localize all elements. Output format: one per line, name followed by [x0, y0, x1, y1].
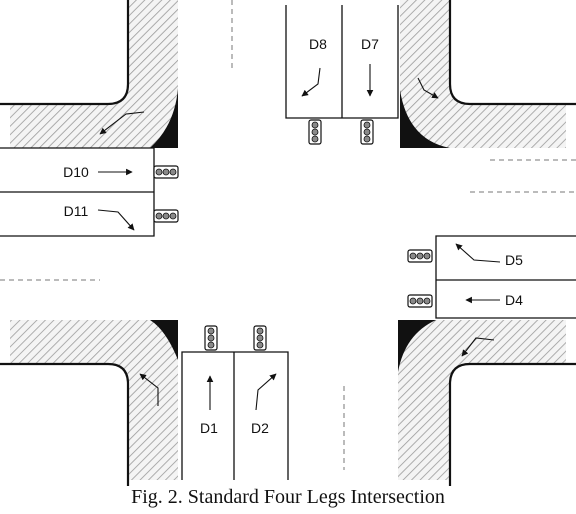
- arrow-d11: [97, 209, 135, 231]
- crosswalk-sw: [10, 320, 178, 480]
- label-d11: D11: [64, 203, 89, 219]
- arrow-nw-right-turn: [99, 111, 145, 135]
- corner-fillets: [150, 88, 450, 372]
- fillet-se: [398, 320, 436, 372]
- approach-lanes: [0, 5, 576, 480]
- label-d10: D10: [63, 164, 89, 180]
- corner-hatching: [10, 0, 566, 480]
- arrow-d5: [455, 243, 501, 263]
- curb-sw: [0, 362, 130, 486]
- label-d5: D5: [505, 252, 523, 268]
- fillet-nw: [150, 88, 178, 148]
- south-approach: [181, 351, 289, 480]
- traffic-signals: [153, 119, 433, 351]
- movement-arrows: [97, 64, 501, 411]
- label-d8: D8: [309, 36, 327, 52]
- label-d2: D2: [251, 420, 269, 436]
- crosswalk-se: [398, 320, 566, 480]
- signal-d2-icon: [253, 325, 267, 351]
- signal-d8-icon: [308, 119, 322, 145]
- label-d7: D7: [361, 36, 379, 52]
- intersection-diagram: D8 D7 D10 D11 D5 D4 D1 D2: [0, 0, 576, 486]
- arrow-d2: [255, 373, 277, 411]
- arrow-ne-right-turn: [417, 77, 439, 99]
- crosswalk-nw: [10, 0, 178, 148]
- curb-ne: [448, 0, 576, 106]
- crosswalk-ne: [400, 0, 566, 148]
- fillet-sw: [150, 320, 178, 360]
- label-d4: D4: [505, 292, 523, 308]
- signal-d5-icon: [407, 249, 433, 263]
- arrow-d8: [301, 67, 321, 97]
- fillet-ne: [400, 90, 450, 148]
- arrow-sw-right-turn: [139, 373, 159, 406]
- movement-labels: D8 D7 D10 D11 D5 D4 D1 D2: [63, 36, 523, 436]
- curbs: [0, 0, 576, 486]
- arrow-se-right-turn: [461, 337, 495, 357]
- label-d1: D1: [200, 420, 218, 436]
- lane-markings: [0, 0, 576, 470]
- signal-d11-icon: [153, 209, 179, 223]
- east-approach: [435, 235, 576, 319]
- signal-d4-icon: [407, 294, 433, 308]
- curb-se: [448, 362, 576, 486]
- signal-d7-icon: [360, 119, 374, 145]
- signal-d10-icon: [153, 165, 179, 179]
- signal-d1-icon: [204, 325, 218, 351]
- curb-nw: [0, 0, 130, 106]
- figure-caption: Fig. 2. Standard Four Legs Intersection: [131, 486, 445, 508]
